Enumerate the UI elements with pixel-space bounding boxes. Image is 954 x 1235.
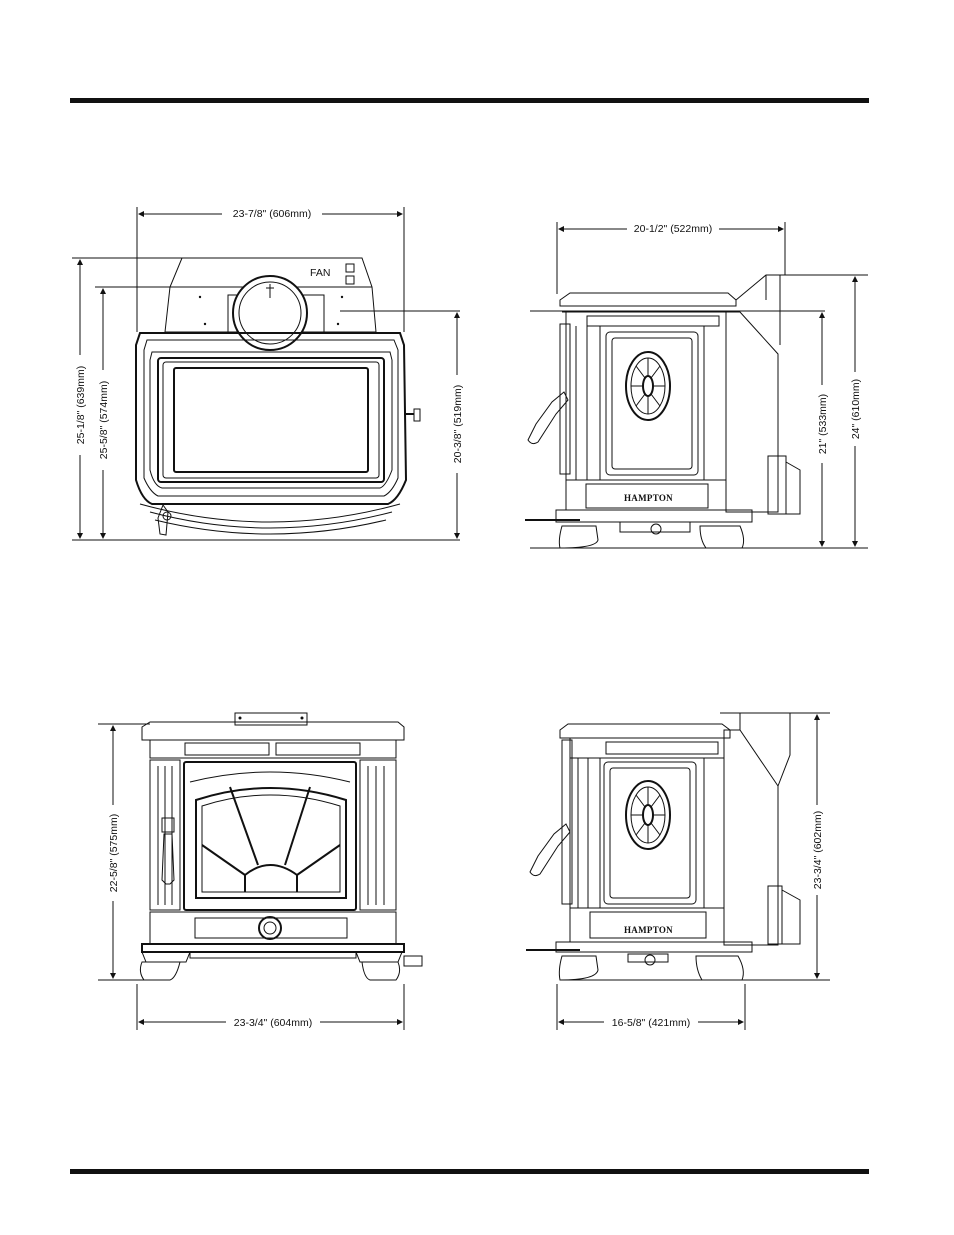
front-top-outer-height-label: 25-1/8" (639mm) xyxy=(75,366,87,444)
ash-door-knob xyxy=(259,917,281,939)
fan-label: FAN xyxy=(310,267,330,279)
front-glass-window xyxy=(174,368,368,472)
side-view-top: 20-1/2" (522mm) 21" (533mm) 24" (610mm) xyxy=(525,221,868,548)
side-top-inner-height-label: 21" (533mm) xyxy=(817,394,829,454)
side-bottom-width-label: 16-5/8" (421mm) xyxy=(612,1017,690,1029)
front-view-top: 23-7/8" (606mm) 25-1/8" (639mm) 25-5/8" … xyxy=(72,206,464,540)
side-bottom-height-label: 23-3/4" (602mm) xyxy=(812,811,824,889)
front-bottom-height-label: 22-5/8" (575mm) xyxy=(108,814,120,892)
side-view-bottom: 23-3/4" (602mm) 16-5/8" (421mm) xyxy=(526,713,830,1030)
side-bottom-brand-label: HAMPTON xyxy=(624,925,673,935)
front-top-width-label: 23-7/8" (606mm) xyxy=(233,208,311,220)
front-top-right-height-label: 20-3/8" (519mm) xyxy=(452,385,464,463)
front-door xyxy=(184,762,356,910)
front-top-inner-height-label: 25-5/8" (574mm) xyxy=(98,381,110,459)
side-top-width-label: 20-1/2" (522mm) xyxy=(634,223,712,235)
side-top-outer-height-label: 24" (610mm) xyxy=(850,379,862,439)
front-view-bottom: 22-5/8" (575mm) 23-3/4" (604mm) xyxy=(98,713,422,1030)
front-bottom-width-label: 23-3/4" (604mm) xyxy=(234,1017,312,1029)
side-top-brand-label: HAMPTON xyxy=(624,493,673,503)
side-top-handle xyxy=(528,392,568,444)
side-bottom-handle xyxy=(530,824,570,876)
